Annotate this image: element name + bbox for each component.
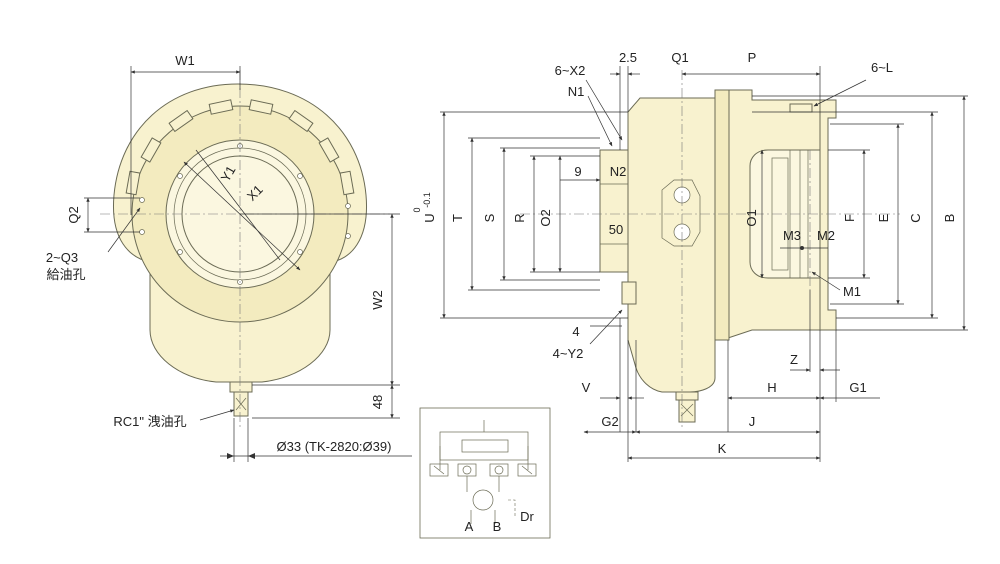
label-n1: N1 xyxy=(568,84,585,99)
label-x2: 6~X2 xyxy=(555,63,586,78)
front-view: W1 Q2 2~Q3 給油孔 Y1 X1 W2 48 RC1" 洩油孔 Ø33 … xyxy=(46,53,412,462)
y1-dim-line xyxy=(195,149,281,261)
label-q3-line1: 2~Q3 xyxy=(46,250,78,265)
side-view: 6~X2 2.5 Q1 P 6~L N1 N2 9 50 U 0 -0.1 T … xyxy=(412,50,968,462)
label-9: 9 xyxy=(574,164,581,179)
hydraulic-rotary-joint xyxy=(472,489,494,511)
label-u-tol-lower: -0.1 xyxy=(422,192,432,208)
side-drain-fitting xyxy=(678,399,696,423)
side-lower-seal xyxy=(621,281,637,305)
label-n2: N2 xyxy=(610,164,627,179)
front-drain-nut xyxy=(229,381,253,393)
label-u-tol-upper: 0 xyxy=(412,207,422,212)
hydraulic-frame xyxy=(419,407,551,539)
hydraulic-check-valves xyxy=(429,463,537,477)
label-2-5: 2.5 xyxy=(619,50,637,65)
side-right-stub xyxy=(819,99,837,331)
front-drain-hatch xyxy=(235,397,247,411)
side-piston-block xyxy=(599,149,631,273)
dia-arrow-right xyxy=(248,453,255,459)
label-q3-line2: 給油孔 xyxy=(46,267,85,282)
label-q1: Q1 xyxy=(671,50,688,65)
side-bore xyxy=(749,149,829,279)
label-l: 6~L xyxy=(871,60,893,75)
label-o2: O2 xyxy=(538,209,553,226)
q3-leader xyxy=(107,207,141,253)
x1-dim-line xyxy=(183,161,301,271)
side-left-extensions xyxy=(440,111,628,319)
label-z: Z xyxy=(790,352,798,367)
label-e: E xyxy=(876,213,891,222)
label-u: U xyxy=(422,213,437,222)
label-4: 4 xyxy=(572,324,579,339)
label-g1: G1 xyxy=(849,380,866,395)
dia-arrow-left xyxy=(227,453,234,459)
hydraulic-drain-line xyxy=(508,499,516,518)
label-m1: M1 xyxy=(843,284,861,299)
label-port-dr: Dr xyxy=(520,509,534,524)
side-bottom-extensions xyxy=(619,290,837,462)
label-50: 50 xyxy=(609,222,623,237)
side-drain-hatch xyxy=(680,403,694,417)
label-k: K xyxy=(718,441,727,456)
label-w1: W1 xyxy=(175,53,195,68)
label-o1: O1 xyxy=(744,209,759,226)
label-q2: Q2 xyxy=(66,206,81,223)
side-port-boss xyxy=(661,179,701,247)
label-b: B xyxy=(942,214,957,223)
label-dia: Ø33 (TK-2820:Ø39) xyxy=(277,439,392,454)
m-dim-dot xyxy=(800,246,804,250)
rc-leader xyxy=(199,409,235,421)
label-j: J xyxy=(749,414,756,429)
label-port-a: A xyxy=(465,519,474,534)
hydraulic-piston xyxy=(461,439,509,453)
side-l-screw xyxy=(789,103,813,113)
x2-leader xyxy=(585,79,623,141)
label-m3: M3 xyxy=(783,228,801,243)
side-drain-nut xyxy=(675,391,699,401)
label-h: H xyxy=(767,380,776,395)
label-p: P xyxy=(748,50,757,65)
label-t: T xyxy=(450,214,465,222)
label-c: C xyxy=(908,213,923,222)
side-flange xyxy=(714,89,730,341)
label-s: S xyxy=(482,213,497,222)
label-v: V xyxy=(582,380,591,395)
l-leader xyxy=(813,79,867,107)
y2-leader xyxy=(589,309,623,345)
label-rc: RC1" 洩油孔 xyxy=(113,414,186,429)
label-w2: W2 xyxy=(370,290,385,310)
label-g2: G2 xyxy=(601,414,618,429)
n1-leader xyxy=(587,95,613,147)
side-right-extensions xyxy=(752,95,968,331)
front-fins xyxy=(125,99,355,196)
label-y2: 4~Y2 xyxy=(553,346,584,361)
label-r: R xyxy=(512,213,527,222)
label-m2: M2 xyxy=(817,228,835,243)
m1-leader xyxy=(811,271,841,291)
label-48: 48 xyxy=(370,395,385,409)
label-y1: Y1 xyxy=(218,163,239,184)
label-f: F xyxy=(842,214,857,222)
hydraulic-schematic: A B Dr xyxy=(419,407,551,539)
label-port-b: B xyxy=(493,519,502,534)
